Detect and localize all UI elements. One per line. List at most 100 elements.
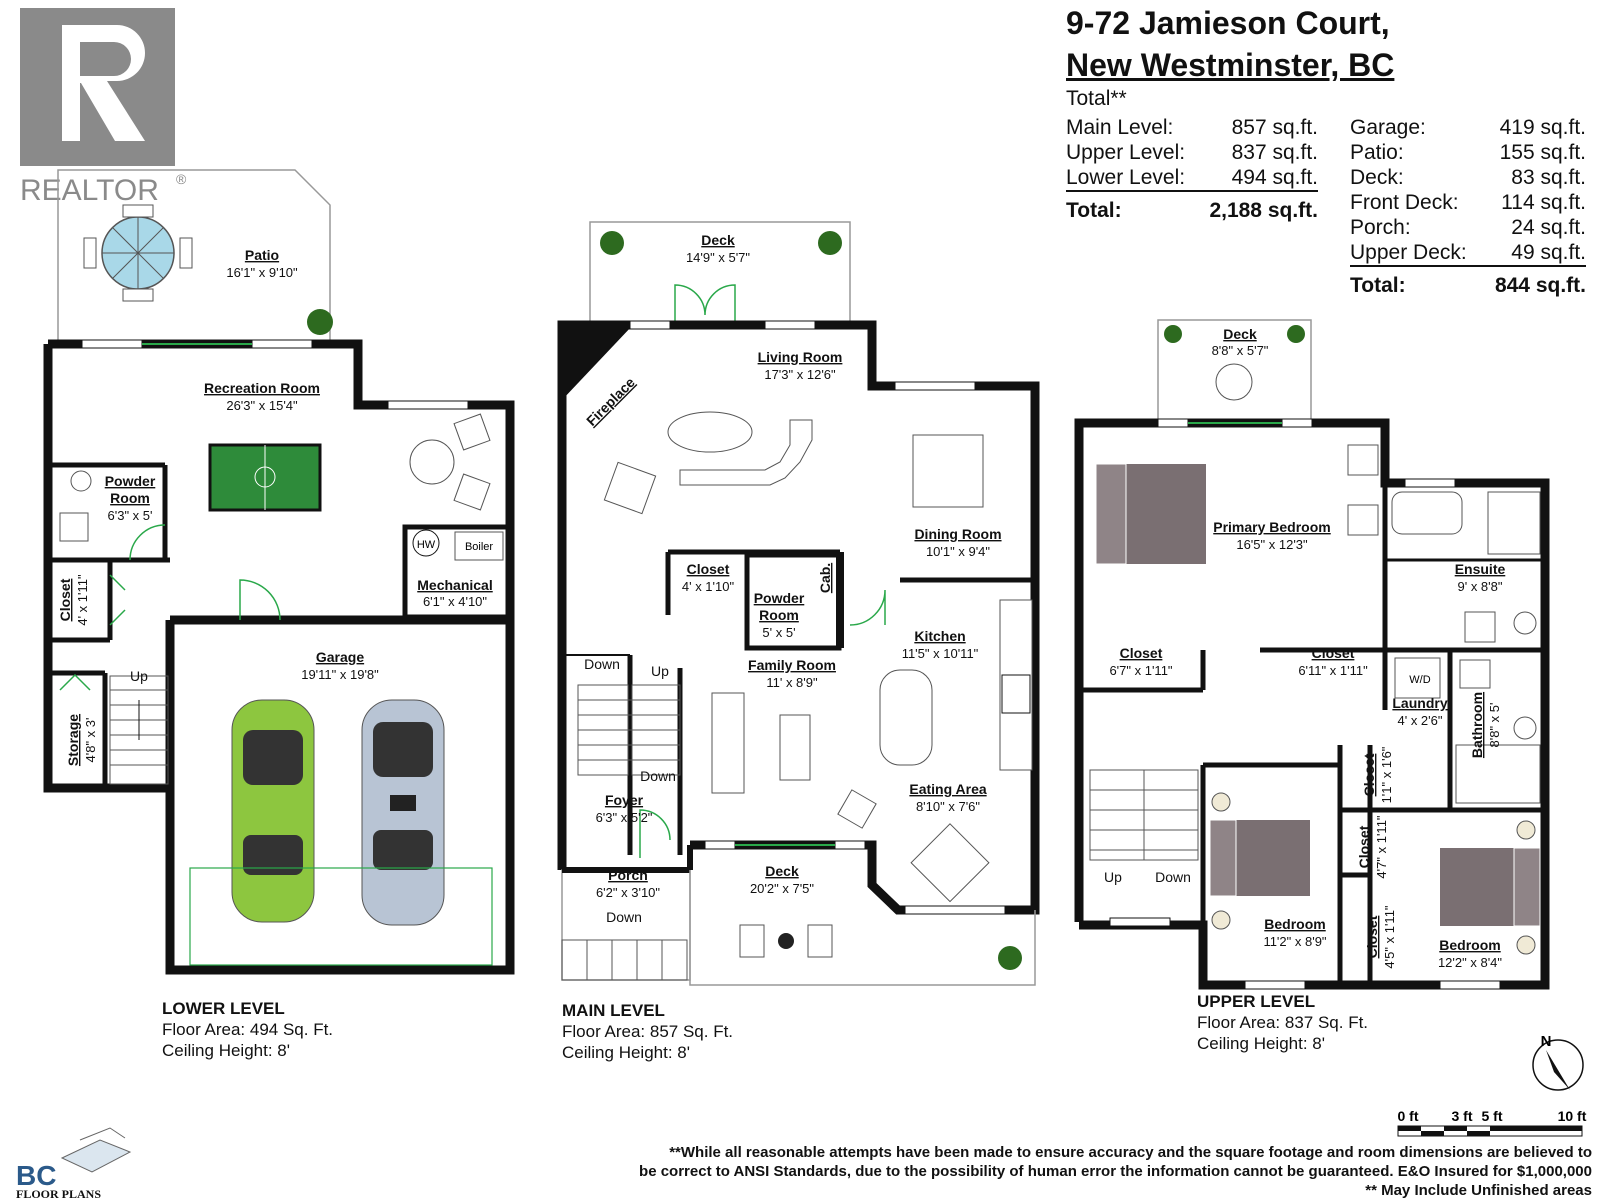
unfinished-row-value: 83 sq.ft. <box>1511 166 1586 189</box>
finished-row-value: 494 sq.ft. <box>1231 166 1318 189</box>
lower-level-ceiling: Ceiling Height: 8' <box>162 1041 290 1060</box>
room-recreation-dim: 26'3" x 15'4" <box>226 398 298 413</box>
mechanical-walls <box>402 524 513 620</box>
room-laundry-dim: 4' x 2'6" <box>1398 713 1443 728</box>
realtor-logo: REALTOR ® <box>20 8 187 207</box>
door <box>129 524 166 561</box>
totals-heading: Total** <box>1066 87 1127 110</box>
garage-door <box>189 867 493 966</box>
window <box>834 840 866 850</box>
toilet <box>1513 611 1537 635</box>
upper-level-ceiling: Ceiling Height: 8' <box>1197 1034 1325 1053</box>
unfinished-row-label: Front Deck: <box>1350 191 1459 214</box>
door <box>849 589 886 626</box>
registered-mark: ® <box>176 171 187 187</box>
room-closet-left-name: Closet <box>1120 645 1163 661</box>
room-primary-dim: 16'5" x 12'3" <box>1236 537 1308 552</box>
compass-icon: N <box>1532 1033 1584 1091</box>
finished-row: Lower Level:494 sq.ft. <box>1066 165 1318 191</box>
finished-row-label: Main Level: <box>1066 116 1174 139</box>
deck2-outline <box>689 870 1036 986</box>
address-block: 9-72 Jamieson Court, New Westminster, BC <box>1066 2 1394 86</box>
finished-area-table: Main Level:857 sq.ft. Upper Level:837 sq… <box>1066 115 1318 223</box>
room-upper-deck-name: Deck <box>1223 326 1257 342</box>
compass-north-label: N <box>1541 1033 1552 1050</box>
toilet <box>70 470 92 492</box>
disclaimer-line-1: **While all reasonable attempts have bee… <box>669 1144 1592 1161</box>
room-main-powder-dim: 5' x 5' <box>762 625 795 640</box>
patio-table <box>83 204 193 302</box>
room-lower-closet-name: Closet <box>57 578 73 621</box>
chair <box>453 473 491 511</box>
room-ensuite-name: Ensuite <box>1455 561 1506 577</box>
foosball-table <box>208 443 322 512</box>
room-storage-dim: 4'8" x 3' <box>83 718 98 763</box>
unfinished-row-label: Deck: <box>1350 166 1404 189</box>
realtor-wordmark: REALTOR <box>20 174 159 207</box>
main-level-area: Floor Area: 857 Sq. Ft. <box>562 1022 734 1041</box>
toilet <box>1513 716 1537 740</box>
room-living-dim: 17'3" x 12'6" <box>764 367 836 382</box>
room-recreation-name: Recreation Room <box>204 380 320 396</box>
scale-label-0: 0 ft <box>1398 1108 1419 1124</box>
chair <box>1347 504 1379 536</box>
plant-icon <box>1164 325 1182 343</box>
room-closet-b-name: Closet <box>1356 825 1372 868</box>
finished-total-row: Total:2,188 sq.ft. <box>1066 191 1318 223</box>
room-lower-powder-name1: Powder <box>105 473 156 489</box>
room-bathroom-dim: 8'8" x 5' <box>1487 703 1502 748</box>
shower <box>1487 491 1541 555</box>
unfinished-row-value: 155 sq.ft. <box>1499 141 1586 164</box>
disclaimer-line-2: be correct to ANSI Standards, due to the… <box>639 1163 1592 1180</box>
unfinished-area-table: Garage:419 sq.ft. Patio:155 sq.ft. Deck:… <box>1350 115 1586 298</box>
lower-level-area: Floor Area: 494 Sq. Ft. <box>162 1020 334 1039</box>
window <box>629 320 671 330</box>
garage-walls <box>165 620 515 975</box>
bc-floor-plans-logo: BC FLOOR PLANS <box>16 1127 132 1200</box>
family-sofa <box>711 692 745 794</box>
upper-stairs-up-label: Up <box>1104 869 1122 885</box>
main-stairs-down-label: Down <box>584 656 620 672</box>
room-porch-name: Porch <box>608 867 648 883</box>
boiler <box>454 531 504 561</box>
scale-label-3: 3 ft <box>1452 1108 1473 1124</box>
car-silver <box>361 699 445 926</box>
room-lower-powder-name2: Room <box>110 490 150 506</box>
disclaimer: **While all reasonable attempts have bee… <box>492 1143 1592 1200</box>
scale-bar: 0 ft 3 ft 5 ft 10 ft <box>1397 1108 1587 1137</box>
nightstand <box>1211 910 1231 930</box>
room-bedroom1-dim: 11'2" x 8'9" <box>1263 934 1326 949</box>
room-laundry-name: Laundry <box>1392 695 1447 711</box>
finished-total-label: Total: <box>1066 199 1122 222</box>
room-bedroom2-dim: 12'2" x 8'4" <box>1438 955 1502 970</box>
unfinished-row-value: 49 sq.ft. <box>1511 241 1586 264</box>
lower-level-title: LOWER LEVEL <box>162 999 285 1018</box>
room-foyer-name: Foyer <box>605 792 644 808</box>
room-main-powder-name1: Powder <box>754 590 805 606</box>
room-main-closet-name: Closet <box>687 561 730 577</box>
sink <box>1459 659 1491 689</box>
lower-level-plan: Patio 16'1" x 9'10" Recreation Room 26'3… <box>43 169 515 975</box>
bc-logo-subtext: FLOOR PLANS <box>16 1187 101 1200</box>
room-eating-dim: 8'10" x 7'6" <box>916 799 980 814</box>
room-kitchen-dim: 11'5" x 10'11" <box>902 646 979 661</box>
room-mechanical-name: Mechanical <box>417 577 492 593</box>
room-closet-right-name: Closet <box>1312 645 1355 661</box>
window <box>387 400 469 410</box>
boiler-label: Boiler <box>465 541 493 553</box>
unfinished-row: Garage:419 sq.ft. <box>1350 115 1586 140</box>
upper-level-area: Floor Area: 837 Sq. Ft. <box>1197 1013 1369 1032</box>
finished-row-value: 857 sq.ft. <box>1231 116 1318 139</box>
room-bedroom1-name: Bedroom <box>1264 916 1325 932</box>
finished-row: Main Level: 857 sq.ft. <box>1066 115 1318 140</box>
unfinished-row-label: Porch: <box>1350 216 1411 239</box>
room-eating-name: Eating Area <box>909 781 986 797</box>
plant-icon <box>818 231 842 255</box>
main-stairs <box>561 684 688 981</box>
address-line-2: New Westminster, BC <box>1066 47 1395 83</box>
door <box>59 673 91 691</box>
plant-icon <box>600 231 624 255</box>
room-primary-name: Primary Bedroom <box>1213 519 1330 535</box>
room-patio-dim: 16'1" x 9'10" <box>226 265 298 280</box>
